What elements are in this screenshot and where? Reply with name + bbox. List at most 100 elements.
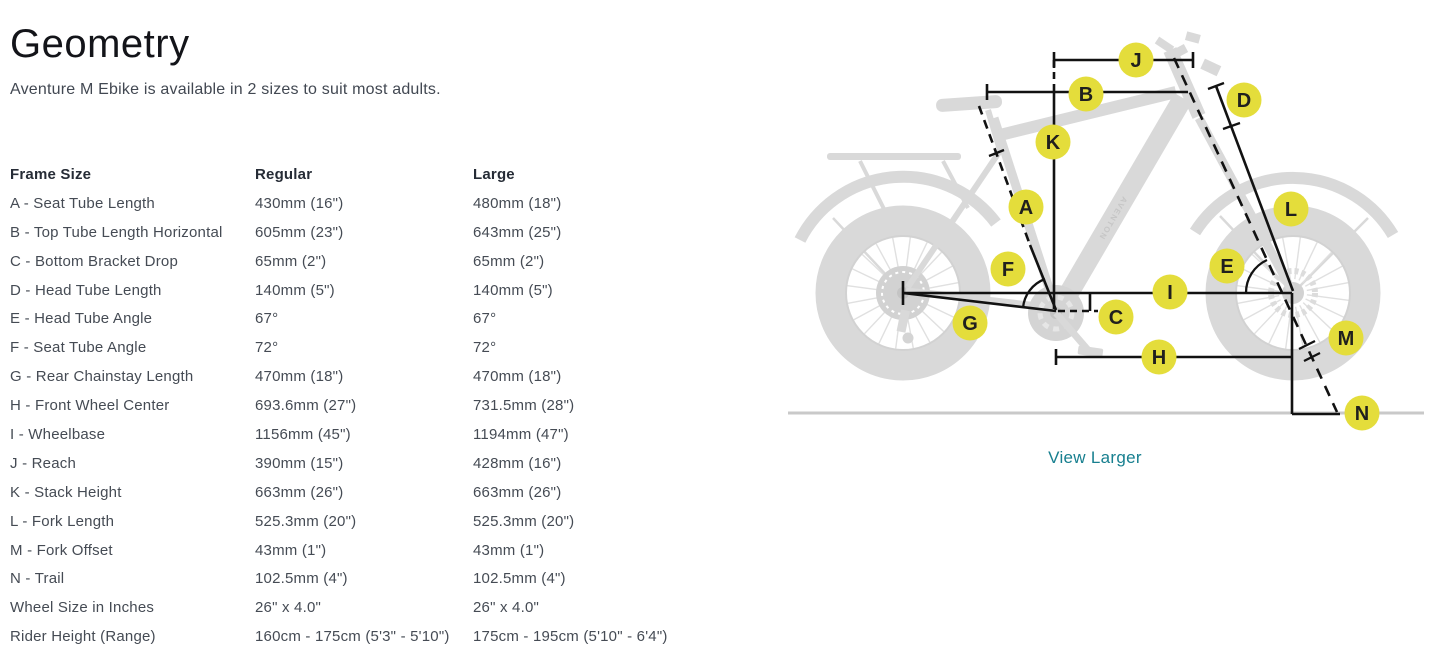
brake-lever xyxy=(1200,58,1222,77)
row-label: A - Seat Tube Length xyxy=(10,194,155,212)
row-value-large: 102.5mm (4") xyxy=(473,570,566,588)
view-larger-link[interactable]: View Larger xyxy=(1048,448,1142,467)
row-value-large: 470mm (18") xyxy=(473,368,562,386)
seat-tube-top-tick xyxy=(988,148,1005,158)
steering-axis-dashed xyxy=(1172,57,1339,413)
head-tube-tick-bottom xyxy=(1222,121,1241,131)
diagram-badges: A B C D E F G H I J K L M N xyxy=(952,42,1380,431)
geometry-spec-table: Frame Size Regular Large A - Seat Tube L… xyxy=(10,160,700,651)
fork-offset-tick-2 xyxy=(1303,351,1321,363)
svg-text:B: B xyxy=(1079,84,1093,106)
table-row: H - Front Wheel Center 693.6mm (27") 731… xyxy=(10,391,700,420)
svg-text:J: J xyxy=(1130,50,1141,72)
stem xyxy=(1170,44,1189,59)
row-label: F - Seat Tube Angle xyxy=(10,339,147,357)
row-label: E - Head Tube Angle xyxy=(10,310,153,328)
row-value-regular: 663mm (26") xyxy=(255,483,344,501)
down-tube xyxy=(1053,92,1192,311)
badge-I: I xyxy=(1152,274,1188,310)
table-row: A - Seat Tube Length 430mm (16") 480mm (… xyxy=(10,189,700,218)
column-header-frame-size: Frame Size xyxy=(10,165,92,183)
display-unit xyxy=(1184,31,1201,44)
row-value-regular: 72° xyxy=(255,339,279,357)
crank-arm xyxy=(1053,310,1091,353)
badge-A: A xyxy=(1008,189,1044,225)
handlebar-grip xyxy=(1154,36,1175,54)
row-value-regular: 693.6mm (27") xyxy=(255,397,357,415)
row-value-large: 140mm (5") xyxy=(473,281,553,299)
row-value-large: 1194mm (47") xyxy=(473,425,569,443)
top-tube xyxy=(998,86,1178,141)
table-row: Rider Height (Range) 160cm - 175cm (5'3"… xyxy=(10,622,700,651)
rear-fender xyxy=(794,170,1001,243)
row-value-large: 643mm (25") xyxy=(473,223,562,241)
table-row: F - Seat Tube Angle 72° 72° xyxy=(10,333,700,362)
row-label: K - Stack Height xyxy=(10,483,122,501)
seat-stays xyxy=(905,146,1005,289)
svg-text:N: N xyxy=(1355,403,1369,425)
page-title: Geometry xyxy=(10,22,190,66)
bike-geometry-svg: AVENTON xyxy=(788,31,1424,431)
row-value-large: 26" x 4.0" xyxy=(473,599,540,617)
badge-E: E xyxy=(1209,248,1245,284)
rear-rack xyxy=(827,153,961,160)
front-rotor xyxy=(1268,268,1318,318)
row-label: J - Reach xyxy=(10,454,76,472)
head-tube-tick-top xyxy=(1207,81,1225,91)
badge-K: K xyxy=(1035,124,1071,160)
table-row: N - Trail 102.5mm (4") 102.5mm (4") xyxy=(10,564,700,593)
table-row: L - Fork Length 525.3mm (20") 525.3mm (2… xyxy=(10,507,700,536)
badge-N: N xyxy=(1344,395,1380,431)
svg-text:L: L xyxy=(1285,199,1297,221)
row-value-large: 67° xyxy=(473,310,497,328)
table-row: Wheel Size in Inches 26" x 4.0" 26" x 4.… xyxy=(10,593,700,622)
geometry-diagram: AVENTON xyxy=(780,0,1436,470)
row-value-regular: 140mm (5") xyxy=(255,281,335,299)
row-value-large: 72° xyxy=(473,339,497,357)
row-label: I - Wheelbase xyxy=(10,425,106,443)
row-label: D - Head Tube Length xyxy=(10,281,162,299)
row-label: L - Fork Length xyxy=(10,512,115,530)
rear-derailleur xyxy=(896,309,910,333)
row-value-large: 65mm (2") xyxy=(473,252,545,270)
row-label: B - Top Tube Length Horizontal xyxy=(10,223,223,241)
table-row: G - Rear Chainstay Length 470mm (18") 47… xyxy=(10,362,700,391)
row-value-regular: 390mm (15") xyxy=(255,454,344,472)
chainring-inner xyxy=(1037,294,1075,332)
badge-C: C xyxy=(1098,299,1134,335)
badge-J: J xyxy=(1118,42,1154,78)
chainstay-line xyxy=(902,291,1057,313)
badge-D: D xyxy=(1226,82,1262,118)
row-value-regular: 430mm (16") xyxy=(255,194,344,212)
column-header-regular: Regular xyxy=(255,165,313,183)
row-value-large: 731.5mm (28") xyxy=(473,397,575,415)
table-row: C - Bottom Bracket Drop 65mm (2") 65mm (… xyxy=(10,247,700,276)
badge-F: F xyxy=(990,251,1026,287)
table-row: E - Head Tube Angle 67° 67° xyxy=(10,304,700,333)
row-value-regular: 26" x 4.0" xyxy=(255,599,322,617)
badge-M: M xyxy=(1328,320,1364,356)
svg-text:E: E xyxy=(1220,256,1233,278)
svg-text:F: F xyxy=(1002,259,1014,281)
head-tube-angle-arc xyxy=(1244,258,1268,294)
row-value-regular: 160cm - 175cm (5'3" - 5'10") xyxy=(255,628,450,646)
spec-table-header: Frame Size Regular Large xyxy=(10,160,700,189)
row-label: Rider Height (Range) xyxy=(10,628,156,646)
row-value-regular: 1156mm (45") xyxy=(255,425,351,443)
row-label: C - Bottom Bracket Drop xyxy=(10,252,178,270)
badge-B: B xyxy=(1068,76,1104,112)
svg-text:H: H xyxy=(1152,347,1166,369)
svg-text:K: K xyxy=(1046,132,1061,154)
row-label: N - Trail xyxy=(10,570,65,588)
row-label: M - Fork Offset xyxy=(10,541,113,559)
table-row: D - Head Tube Length 140mm (5") 140mm (5… xyxy=(10,276,700,305)
row-value-regular: 102.5mm (4") xyxy=(255,570,348,588)
row-value-large: 525.3mm (20") xyxy=(473,512,575,530)
rear-rack-strut xyxy=(858,160,888,214)
svg-text:G: G xyxy=(962,313,978,335)
table-row: K - Stack Height 663mm (26") 663mm (26") xyxy=(10,478,700,507)
svg-text:M: M xyxy=(1338,328,1355,350)
badge-G: G xyxy=(952,305,988,341)
svg-text:C: C xyxy=(1109,307,1123,329)
row-value-large: 480mm (18") xyxy=(473,194,562,212)
